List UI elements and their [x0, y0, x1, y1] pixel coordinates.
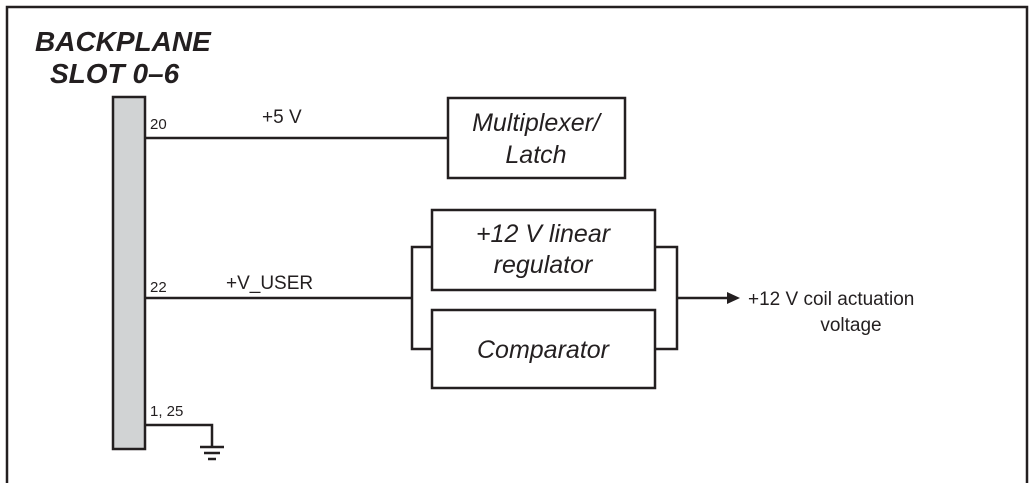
multiplexer-label-line-2: Latch [505, 141, 566, 169]
net-vuser-label: +V_USER [226, 273, 313, 294]
output-arrow-icon [727, 292, 740, 304]
title-line-1: BACKPLANE [35, 26, 212, 57]
multiplexer-latch-block [446, 96, 627, 180]
pin-ground-label: 1, 25 [150, 403, 183, 420]
wire-output-merge [655, 245, 679, 351]
comparator-block [430, 308, 657, 390]
regulator-label-line-2: regulator [494, 251, 594, 279]
multiplexer-label-line-1: Multiplexer/ [472, 109, 603, 137]
linear-regulator-block [430, 208, 657, 292]
ground-icon [200, 445, 224, 461]
comparator-label: Comparator [477, 336, 611, 364]
backplane-connector [111, 95, 147, 451]
output-label-line-2: voltage [820, 315, 881, 336]
regulator-label-line-1: +12 V linear [476, 220, 612, 248]
net-plus5-label: +5 V [262, 107, 302, 128]
wire-input-split [410, 245, 432, 351]
diagram-frame [5, 5, 1029, 483]
output-label-line-1: +12 V coil actuation [748, 289, 914, 310]
title-line-2: SLOT 0–6 [50, 58, 180, 89]
pin-22-label: 22 [150, 279, 167, 296]
wire-ground [145, 423, 214, 447]
pin-20-label: 20 [150, 116, 167, 133]
